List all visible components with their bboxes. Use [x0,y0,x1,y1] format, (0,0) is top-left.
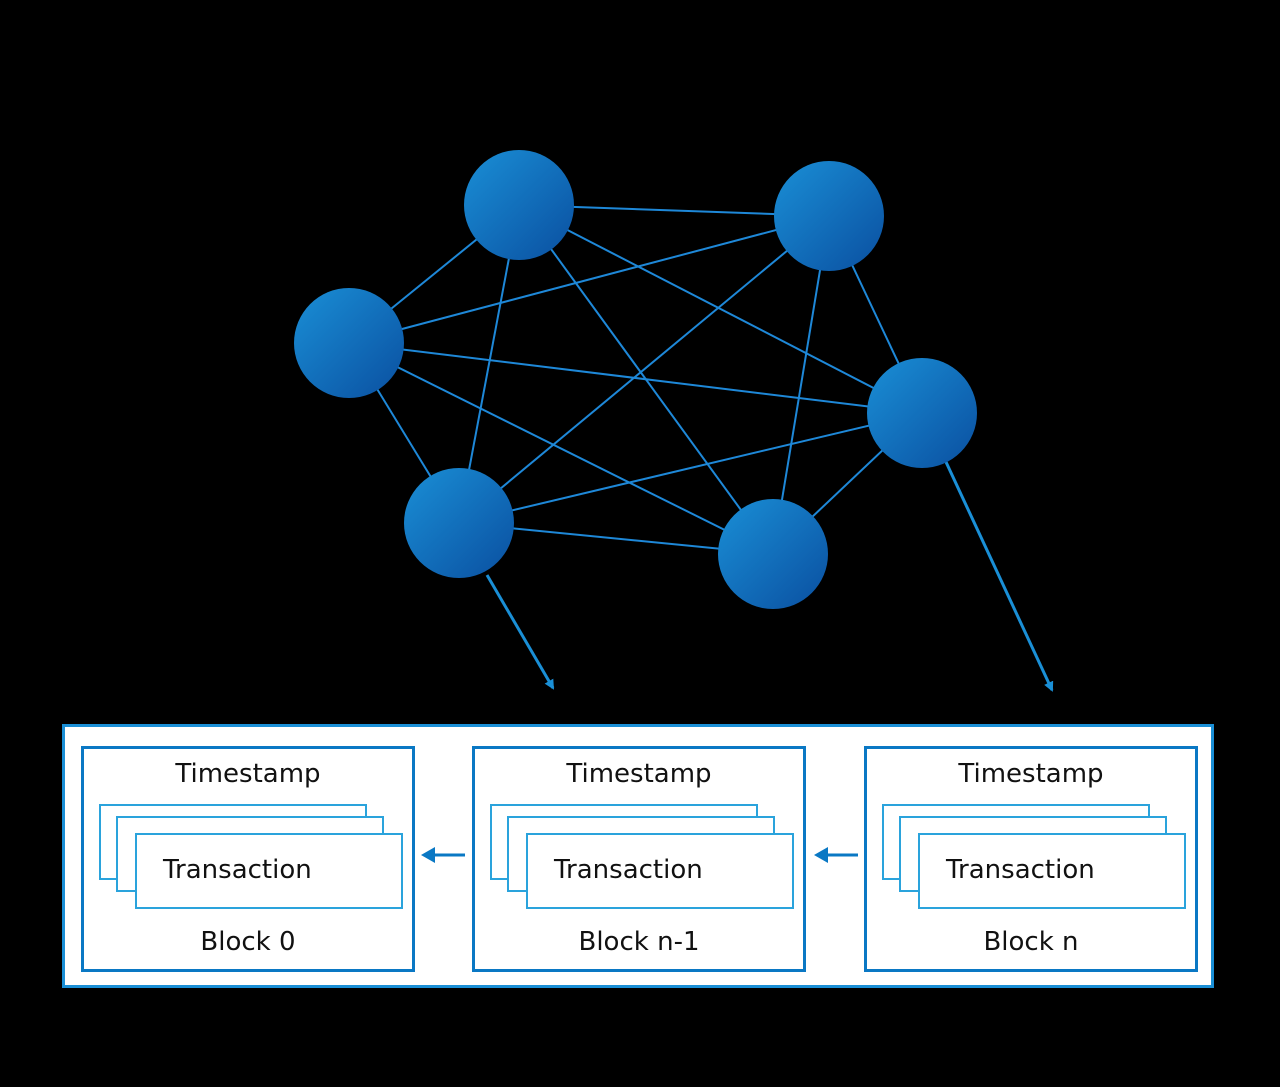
network-nodes [294,150,977,609]
network-node [464,150,574,260]
network-node [294,288,404,398]
arrow-to-chain-left [485,574,555,690]
transaction-card-front: Transaction [918,833,1186,909]
network-edge [772,215,830,555]
network-node [718,499,828,609]
transaction-card-front: Transaction [526,833,794,909]
transaction-label: Transaction [554,855,703,885]
network-to-chain-arrows [485,461,1054,692]
block-n-minus-1: Timestamp Transaction Block n-1 [472,746,806,972]
network-edge [348,342,774,555]
network-edge [348,215,830,344]
block-label: Block n-1 [578,927,700,957]
arrow-to-chain-right [944,461,1054,692]
network-edge [458,215,830,524]
block-label: Block n [983,927,1079,957]
network-edge [458,412,923,524]
block-timestamp: Timestamp [958,759,1104,789]
network-edge [518,204,923,414]
transaction-card-front: Transaction [135,833,403,909]
network-node [867,358,977,468]
transaction-label: Transaction [946,855,1095,885]
block-timestamp: Timestamp [175,759,321,789]
block-n: Timestamp Transaction Block n [864,746,1198,972]
transaction-label: Transaction [163,855,312,885]
network-edge [348,342,923,414]
block-0: Timestamp Transaction Block 0 [81,746,415,972]
block-label: Block 0 [200,927,296,957]
block-timestamp: Timestamp [566,759,712,789]
network-node [774,161,884,271]
left-arrow-icon [814,847,858,863]
network-node [404,468,514,578]
left-arrow-icon [421,847,465,863]
